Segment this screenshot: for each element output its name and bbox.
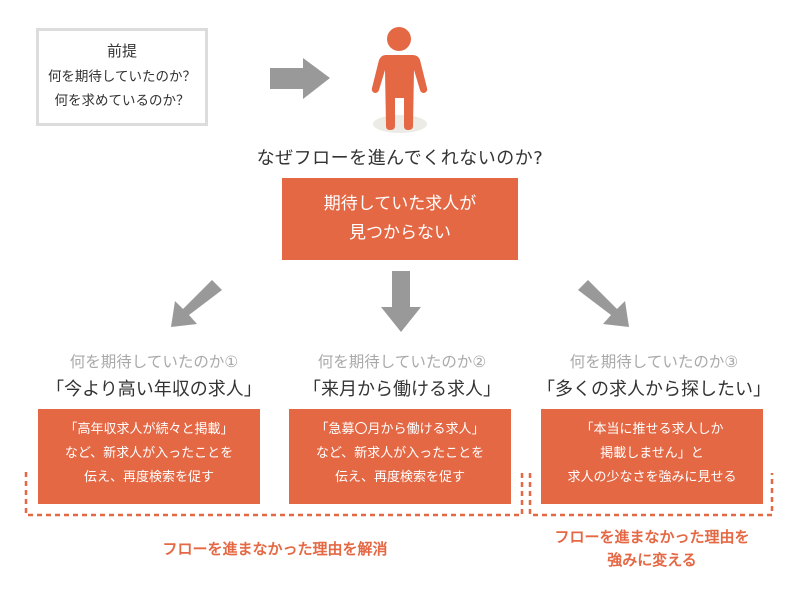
- cause-line: 期待していた求人が: [323, 194, 477, 214]
- outcome-left: フローを進まなかった理由を解消: [162, 540, 388, 558]
- solution-line: 「急募〇月から働ける求人」: [315, 422, 485, 437]
- arrow-right-icon: [270, 58, 330, 99]
- expectation-quote-2: 「来月から働ける求人」: [303, 379, 501, 400]
- expectation-quote-1: 「今より高い年収の求人」: [46, 379, 262, 400]
- premise-title: 前提: [106, 42, 137, 60]
- solution-line: など、新求人が入ったことを: [64, 446, 234, 461]
- premise-line: 何を求めているのか？: [54, 93, 190, 109]
- premise-line: 何を期待していたのか？: [47, 69, 197, 85]
- question-heading: なぜフローを進んでくれないのか?: [256, 148, 544, 169]
- expectation-label-1: 何を期待していたのか①: [69, 353, 239, 371]
- arrow-down-icon: [381, 271, 421, 332]
- dashed-bracket-left: [24, 472, 524, 517]
- solution-box-2: 「急募〇月から働ける求人」 など、新求人が入ったことを 伝え、再度検索を促す: [289, 409, 511, 504]
- expectation-quote-3: 「多くの求人から探したい」: [537, 379, 771, 400]
- solution-line: 求人の少なさを強みに見せる: [567, 470, 737, 485]
- premise-box: 前提 何を期待していたのか？ 何を求めているのか？: [36, 28, 208, 126]
- solution-line: など、新求人が入ったことを: [315, 446, 485, 461]
- solution-box-3: 「本当に推せる求人しか 掲載しません」と 求人の少なさを強みに見せる: [541, 409, 763, 504]
- dashed-bracket-right: [528, 473, 774, 517]
- solution-box-1: 「高年収求人が続々と掲載」 など、新求人が入ったことを 伝え、再度検索を促す: [38, 409, 260, 504]
- outcome-right-line: フローを進まなかった理由を: [554, 528, 750, 546]
- expectation-label-2: 何を期待していたのか②: [317, 353, 487, 371]
- outcome-right-line: 強みに変える: [607, 551, 697, 569]
- solution-line: 「本当に推せる求人しか: [580, 422, 724, 437]
- expectation-label-3: 何を期待していたのか③: [569, 353, 739, 371]
- solution-line: 伝え、再度検索を促す: [334, 470, 465, 485]
- cause-line: 見つからない: [349, 223, 451, 243]
- arrow-down-left-icon: [171, 280, 222, 327]
- outcome-right: フローを進まなかった理由を 強みに変える: [530, 526, 774, 572]
- solution-line: 伝え、再度検索を促す: [83, 470, 214, 485]
- arrow-down-right-icon: [578, 280, 629, 327]
- cause-box: 期待していた求人が 見つからない: [282, 178, 518, 260]
- solution-line: 掲載しません」と: [600, 446, 704, 461]
- solution-line: 「高年収求人が続々と掲載」: [64, 422, 234, 437]
- person-icon: [371, 27, 428, 133]
